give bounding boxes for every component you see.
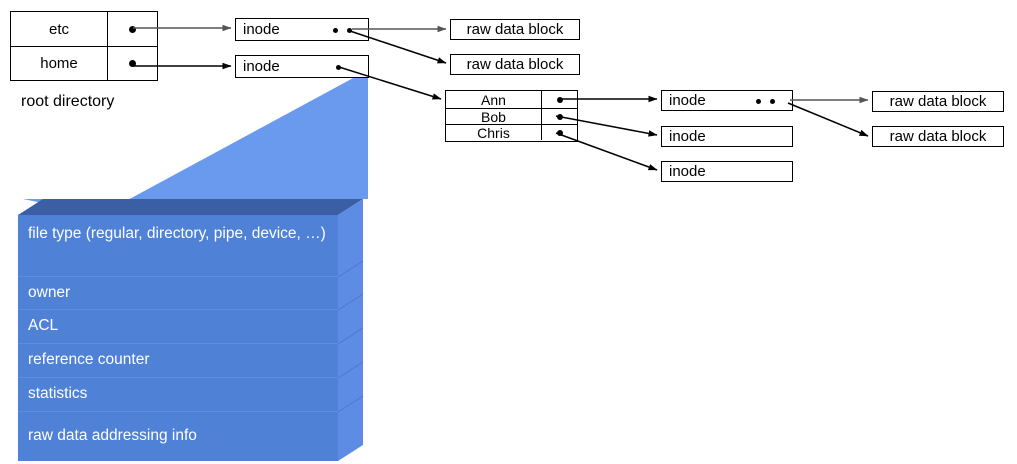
detail-top-face: [18, 199, 363, 215]
inode-pointer-dot-icon: [336, 65, 341, 70]
raw-data-block-label: raw data block: [466, 21, 564, 38]
inode-field-row: statistics: [18, 378, 338, 412]
arrow-ann-inode-to-block-2: [787, 102, 869, 137]
home-dir-entry-pointer-2[interactable]: [541, 125, 577, 140]
inode-box-home[interactable]: inode: [235, 55, 369, 78]
arrow-etc-inode-to-block-2: [349, 30, 447, 64]
raw-data-block-etc-1[interactable]: raw data block: [450, 19, 580, 40]
inode-label: inode: [243, 58, 280, 75]
root-dir-entry-name-0: etc: [48, 20, 69, 38]
arrow-home-inode-to-home-dir: [338, 66, 442, 100]
inode-field-label: statistics: [28, 385, 88, 403]
detail-side-groove-1: [337, 260, 364, 278]
detail-side-groove-4: [337, 361, 364, 379]
inode-label: inode: [669, 92, 706, 109]
inode-box-bob[interactable]: inode: [661, 126, 793, 147]
inode-pointer-dot-icon: [333, 28, 338, 33]
root-dir-entry-name-1: home: [40, 55, 78, 72]
inode-pointer-dot-icon: [347, 28, 352, 33]
inode-label: inode: [243, 21, 280, 38]
inode-field-label: reference counter: [28, 351, 150, 369]
raw-data-block-ann-2[interactable]: raw data block: [872, 126, 1004, 147]
inode-field-row: reference counter: [18, 344, 338, 378]
inode-field-row: raw data addressing info: [18, 412, 338, 461]
inode-field-label: file type (regular, directory, pipe, dev…: [28, 225, 326, 242]
raw-data-block-label: raw data block: [889, 93, 987, 110]
inode-detail-3d-faces: [18, 199, 364, 461]
inode-field-label: owner: [28, 283, 71, 301]
inode-field-label: raw data addressing info: [28, 427, 197, 445]
inode-field-row: owner: [18, 277, 338, 310]
table-row[interactable]: Chris: [446, 124, 577, 141]
raw-data-block-etc-2[interactable]: raw data block: [450, 54, 580, 75]
inode-label: inode: [669, 128, 706, 145]
detail-side-groove-2: [337, 293, 364, 311]
detail-side-groove-5: [337, 395, 364, 413]
root-directory-caption: root directory: [21, 93, 115, 110]
pointer-dot-icon: [129, 25, 136, 33]
inode-box-ann[interactable]: inode: [661, 90, 793, 111]
home-dir-entry-name-0: Ann: [481, 91, 506, 108]
inode-label: inode: [669, 163, 706, 180]
inode-box-chris[interactable]: inode: [661, 161, 793, 182]
root-directory-table: etc home: [10, 11, 158, 81]
inode-field-row: ACL: [18, 310, 338, 344]
callout-wedge: [23, 70, 368, 215]
inode-pointer-dot-icon: [770, 99, 775, 104]
table-row[interactable]: home: [11, 46, 157, 80]
root-dir-entry-pointer-0[interactable]: [107, 12, 157, 46]
pointer-dot-icon: [556, 129, 563, 136]
inode-pointer-dot-icon: [756, 99, 761, 104]
home-dir-entry-name-1: Bob: [481, 108, 506, 125]
inode-field-row: file type (regular, directory, pipe, dev…: [18, 215, 338, 277]
home-dir-entry-name-2: Chris: [477, 124, 510, 141]
inode-detail-front-face: file type (regular, directory, pipe, dev…: [18, 215, 338, 461]
raw-data-block-ann-1[interactable]: raw data block: [872, 91, 1004, 112]
home-directory-table: Ann Bob Chris: [445, 90, 578, 142]
inode-detail-callout: file type (regular, directory, pipe, dev…: [18, 199, 364, 461]
raw-data-block-label: raw data block: [466, 56, 564, 73]
table-row[interactable]: etc: [11, 12, 157, 46]
arrow-bob-to-inode: [555, 115, 658, 137]
detail-side-groove-3: [337, 327, 364, 345]
inode-field-label: ACL: [28, 317, 59, 335]
pointer-dot-icon: [129, 60, 136, 67]
arrow-chris-to-inode: [555, 132, 658, 171]
raw-data-block-label: raw data block: [889, 128, 987, 145]
root-dir-entry-pointer-1[interactable]: [107, 47, 157, 80]
